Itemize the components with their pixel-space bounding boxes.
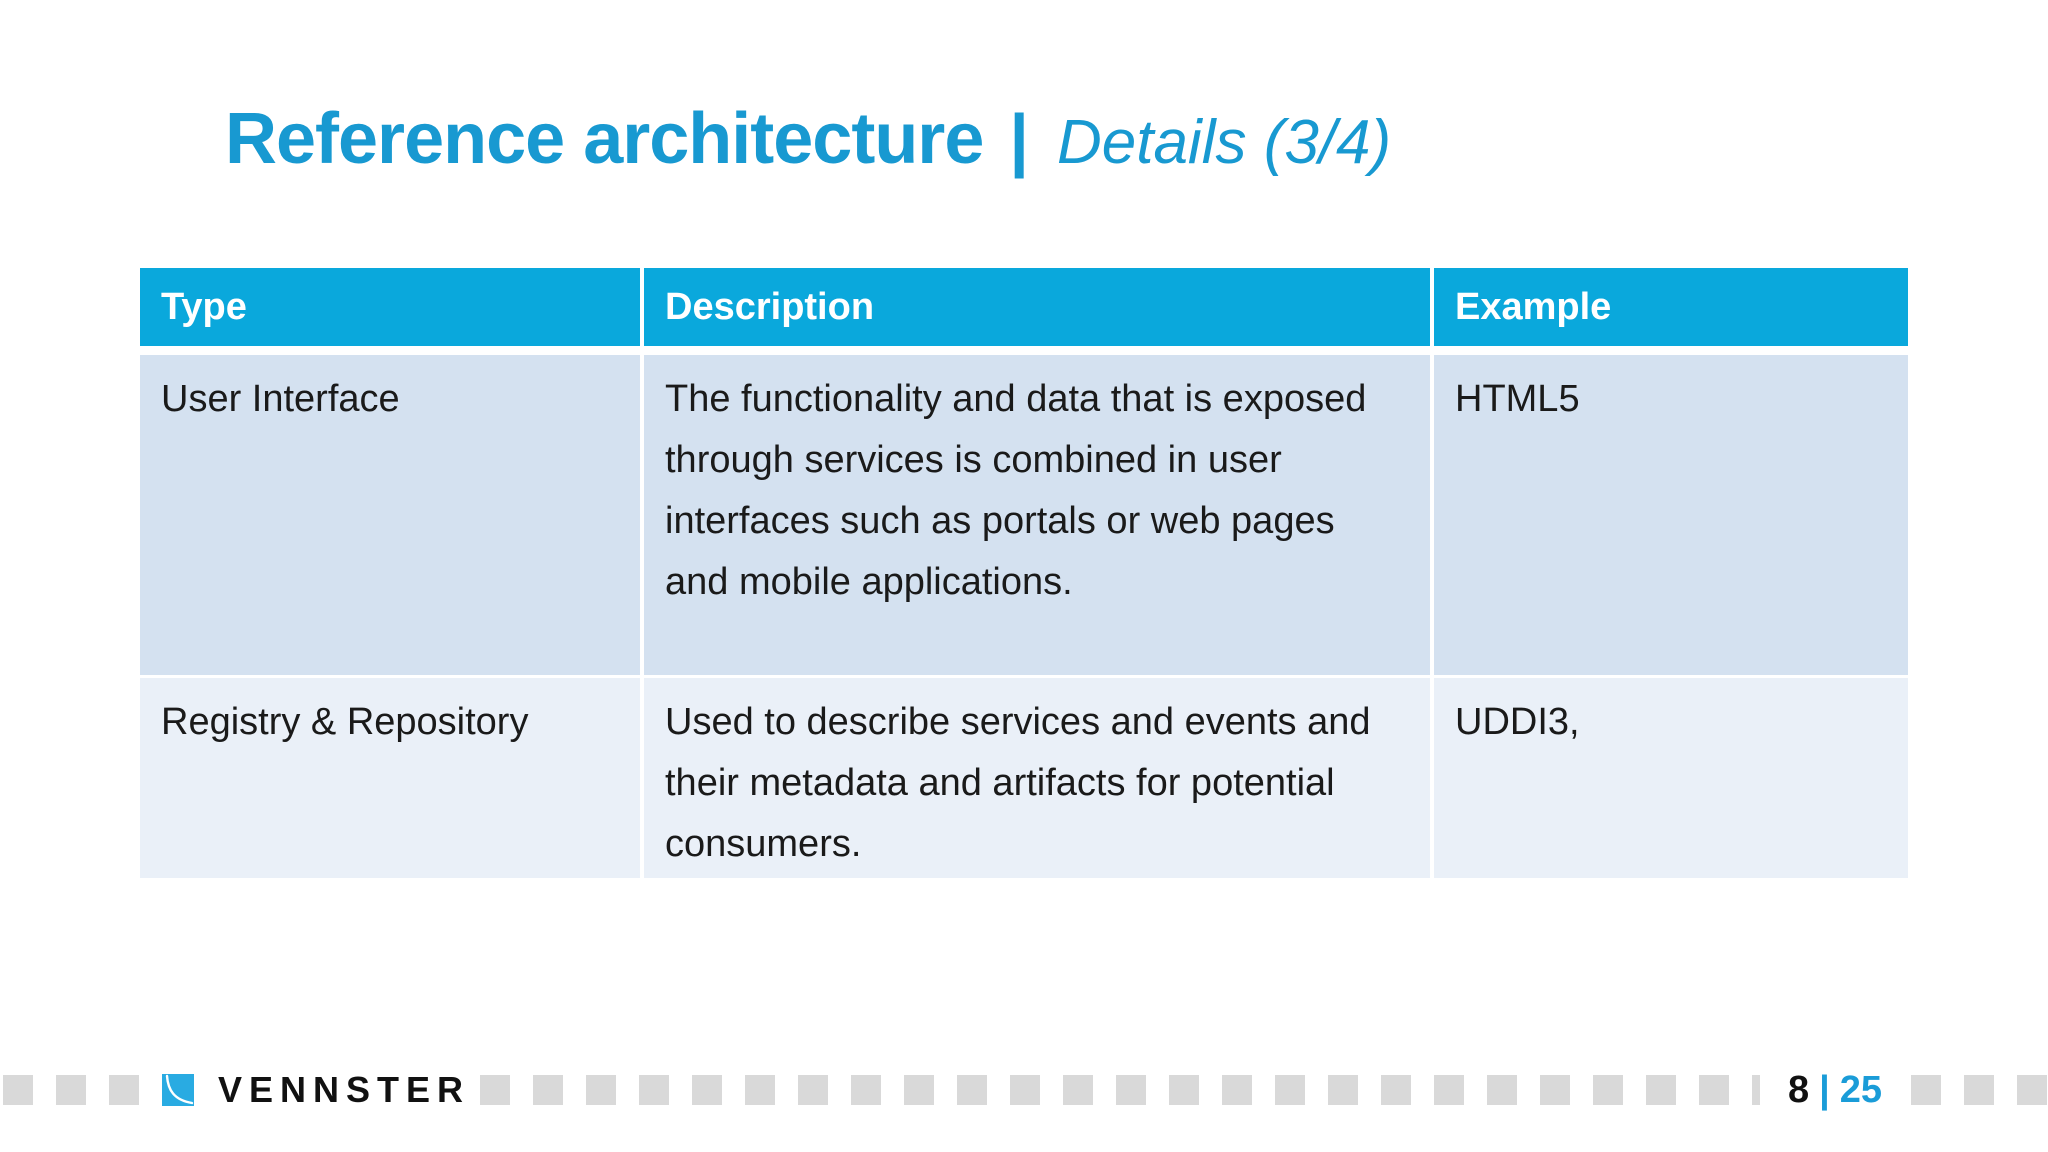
table-header-row: Type Description Example (140, 268, 1908, 346)
column-header-type: Type (140, 268, 640, 346)
slide-title: Reference architecture | Details (3/4) (225, 98, 1391, 180)
page-number-total: 25 (1839, 1068, 1883, 1111)
page-title: Reference architecture (225, 99, 984, 179)
column-header-example: Example (1434, 268, 1908, 346)
table-cell-type: User Interface (140, 355, 640, 675)
column-header-description: Description (644, 268, 1430, 346)
page-number: 8 | 25 (1760, 1062, 1910, 1118)
table-cell-example: UDDI3, (1434, 678, 1908, 878)
brand-name: VENNSTER (218, 1069, 471, 1110)
table-cell-example: HTML5 (1434, 355, 1908, 675)
page-number-separator: | (1819, 1068, 1830, 1111)
table-cell-description: The functionality and data that is expos… (644, 355, 1430, 675)
reference-architecture-table: Type Description Example User Interface … (140, 268, 1908, 878)
vennster-logo: VENNSTER (140, 1062, 463, 1118)
title-separator: | (1009, 100, 1029, 178)
table-body: User Interface The functionality and dat… (140, 355, 1908, 878)
table-cell-type: Registry & Repository (140, 678, 640, 878)
page-subtitle: Details (3/4) (1056, 108, 1392, 177)
table-cell-description: Used to describe services and events and… (644, 678, 1430, 878)
page-number-current: 8 (1787, 1068, 1810, 1111)
vennster-logo-icon (162, 1074, 194, 1106)
